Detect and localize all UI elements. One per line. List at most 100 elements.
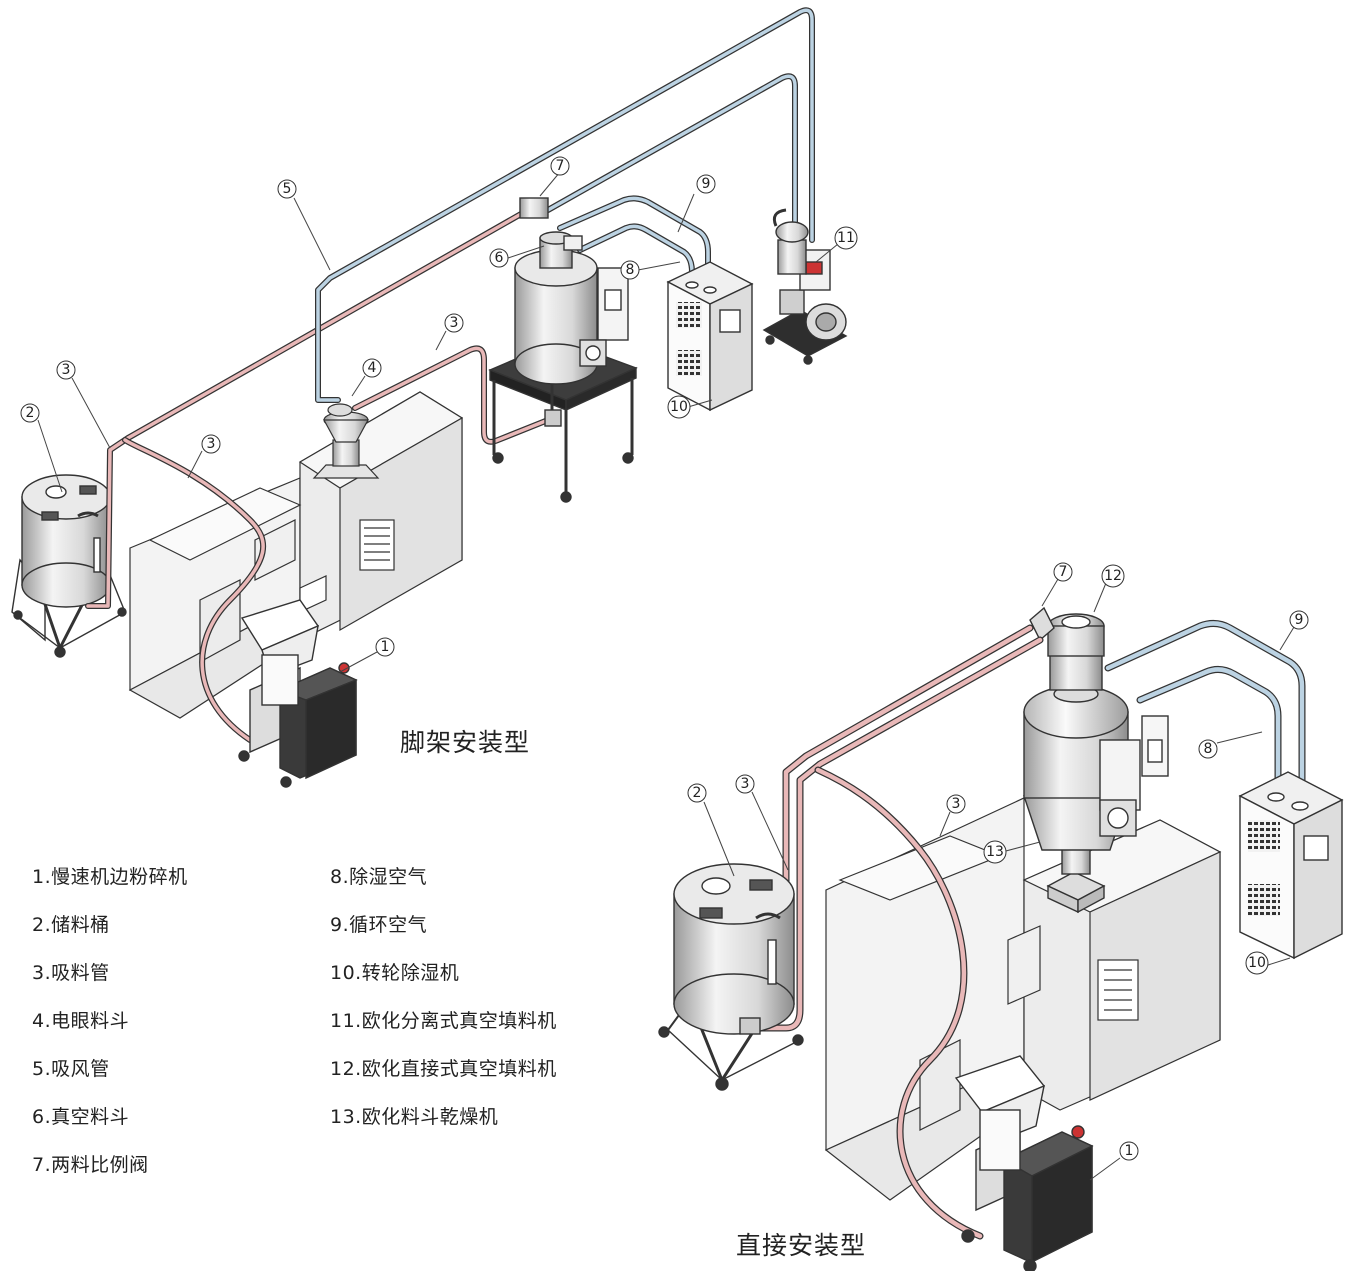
separate-vacuum-loader [762, 208, 848, 365]
callout-circle [201, 434, 221, 454]
legend-item-5: 5.吸风管 [32, 1058, 110, 1080]
legend-item-7: 7.两料比例阀 [32, 1154, 149, 1176]
legend-item-10: 10.转轮除湿机 [330, 962, 460, 984]
callout-c-top-3c: 3 [56, 360, 76, 380]
callout-c-top-5: 5 [277, 179, 297, 199]
legend-item-2: 2.储料桶 [32, 914, 110, 936]
callout-circle [489, 248, 509, 268]
callout-c-top-3a: 3 [444, 313, 464, 333]
callout-circle [56, 360, 76, 380]
callout-circle [667, 395, 691, 419]
callout-circle [696, 174, 716, 194]
callout-number: 3 [952, 796, 961, 812]
desiccant-dryer-bottom [1238, 771, 1344, 960]
callout-circle [735, 774, 755, 794]
callout-circle [687, 783, 707, 803]
callout-circle [1053, 562, 1073, 582]
callout-c-bot-7: 7 [1053, 562, 1073, 582]
callout-c-top-9: 9 [696, 174, 716, 194]
callout-circle [1119, 1141, 1139, 1161]
legend-item-9: 9.循环空气 [330, 914, 428, 936]
legend-item-11: 11.欧化分离式真空填料机 [330, 1010, 557, 1032]
injection-machine-bottom [824, 797, 1222, 1201]
callout-circle [1245, 951, 1269, 975]
callout-number: 1 [381, 639, 390, 655]
callout-circle [375, 637, 395, 657]
callout-circle [983, 840, 1007, 864]
callout-number: 1 [1125, 1143, 1134, 1159]
callout-circle [1198, 739, 1218, 759]
callout-c-top-4: 4 [362, 358, 382, 378]
leader-lines [37, 171, 1295, 1181]
callout-c-bot-10: 10 [1245, 951, 1269, 975]
callout-number: 6 [495, 250, 504, 266]
callout-c-top-3b: 3 [201, 434, 221, 454]
callout-circle [550, 156, 570, 176]
callout-circle [834, 226, 858, 250]
legend-item-12: 12.欧化直接式真空填料机 [330, 1058, 557, 1080]
callout-circle [620, 260, 640, 280]
callout-c-bot-3a: 3 [735, 774, 755, 794]
callout-circle [20, 403, 40, 423]
direct-install-system [658, 606, 1344, 1271]
hopper-dryer-direct [1023, 606, 1169, 914]
callout-circle [1101, 564, 1125, 588]
legend-item-6: 6.真空料斗 [32, 1106, 130, 1128]
callout-number: 12 [1104, 568, 1122, 584]
callout-c-bot-12: 12 [1101, 564, 1125, 588]
callout-number: 3 [450, 315, 459, 331]
callouts: 5 7 9 6 8 11 3 3 3 4 2 10 1 7 12 9 8 2 3 3 13 10 1 [20, 156, 1309, 1161]
callout-c-bot-8: 8 [1198, 739, 1218, 759]
granulator-top [238, 599, 358, 788]
callout-number: 5 [283, 181, 292, 197]
air-pipes-top [315, 7, 815, 403]
callout-number: 13 [986, 844, 1004, 860]
material-pipe-top [85, 207, 551, 743]
callout-c-bot-9: 9 [1289, 610, 1309, 630]
tripod-install-system [11, 7, 848, 788]
hopper-dryer-stand [488, 197, 638, 503]
callout-c-top-6: 6 [489, 248, 509, 268]
callout-number: 4 [368, 360, 377, 376]
caption-tripod-install: 脚架安装型 [400, 728, 531, 757]
callout-c-bot-13: 13 [983, 840, 1007, 864]
air-pipes-bottom [1104, 619, 1306, 804]
callout-circle [946, 794, 966, 814]
callout-number: 9 [1295, 612, 1304, 628]
callout-c-bot-3b: 3 [946, 794, 966, 814]
storage-barrel-bottom [658, 863, 804, 1091]
legend-item-1: 1.慢速机边粉碎机 [32, 866, 188, 888]
legend-item-8: 8.除湿空气 [330, 866, 428, 888]
callout-number: 10 [1248, 955, 1266, 971]
callout-c-top-7: 7 [550, 156, 570, 176]
callout-number: 3 [62, 362, 71, 378]
callout-circle [444, 313, 464, 333]
callout-c-top-10: 10 [667, 395, 691, 419]
callout-number: 2 [26, 405, 35, 421]
callout-number: 9 [702, 176, 711, 192]
legend-item-4: 4.电眼料斗 [32, 1010, 130, 1032]
callout-c-top-1: 1 [375, 637, 395, 657]
callout-number: 10 [670, 399, 688, 415]
callout-c-bot-1: 1 [1119, 1141, 1139, 1161]
callout-circle [1289, 610, 1309, 630]
callout-number: 7 [1059, 564, 1068, 580]
caption-direct-install: 直接安装型 [736, 1231, 867, 1260]
callout-c-top-2: 2 [20, 403, 40, 423]
callout-c-bot-2: 2 [687, 783, 707, 803]
callout-circle [277, 179, 297, 199]
callout-number: 8 [1204, 741, 1213, 757]
legend-item-13: 13.欧化料斗乾燥机 [330, 1106, 499, 1128]
callout-c-top-11: 11 [834, 226, 858, 250]
callout-number: 3 [207, 436, 216, 452]
callout-circle [362, 358, 382, 378]
callout-number: 11 [837, 230, 855, 246]
desiccant-dryer-top [666, 261, 754, 412]
electric-eye-hopper [312, 403, 380, 479]
callout-number: 2 [693, 785, 702, 801]
legend-item-3: 3.吸料管 [32, 962, 110, 984]
callout-number: 8 [626, 262, 635, 278]
callout-number: 7 [556, 158, 565, 174]
callout-number: 3 [741, 776, 750, 792]
